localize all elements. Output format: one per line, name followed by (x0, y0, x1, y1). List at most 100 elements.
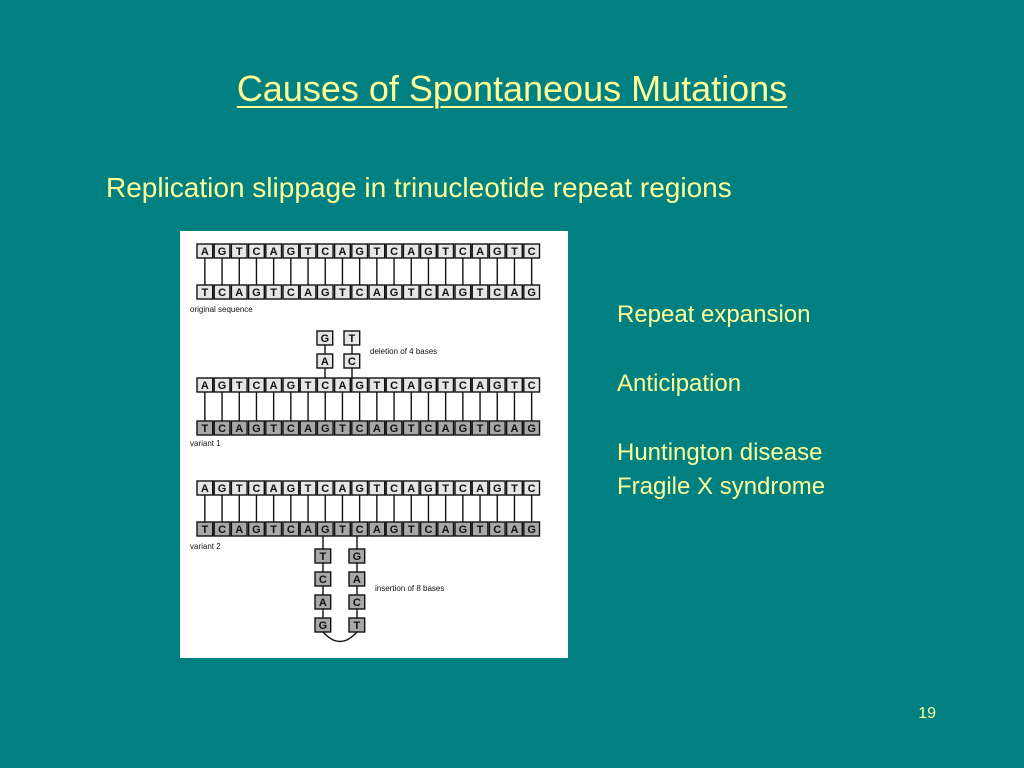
svg-text:G: G (287, 380, 296, 392)
variant1-bottom-base: T (333, 420, 352, 436)
original-bottom-base: G (523, 284, 541, 300)
svg-text:T: T (270, 423, 277, 435)
svg-text:T: T (477, 287, 484, 299)
slide-title: Causes of Spontaneous Mutations (236, 68, 788, 109)
svg-text:G: G (218, 483, 227, 495)
variant2-top-base: T (230, 480, 248, 496)
variant2-bottom-base: G (247, 521, 265, 537)
deletion-loop-base: T (343, 330, 361, 346)
variant2-bottom-base: A (299, 521, 317, 537)
svg-text:C: C (459, 246, 467, 258)
variant1-top-base: G (488, 377, 506, 393)
original-top-base: G (282, 243, 300, 259)
original-bottom-base: A (368, 284, 386, 300)
label-variant-2: variant 2 (190, 542, 221, 551)
insertion-loop-base: C (314, 571, 332, 587)
svg-text:C: C (287, 423, 295, 435)
svg-text:G: G (355, 380, 364, 392)
svg-text:T: T (511, 380, 518, 392)
original-top-base: A (196, 243, 214, 259)
variant2-bottom-base: A (437, 521, 455, 537)
svg-text:G: G (321, 333, 330, 345)
deletion-loop-base: A (316, 353, 334, 369)
svg-text:A: A (235, 423, 243, 435)
svg-text:T: T (373, 483, 380, 495)
variant2-bottom-base: C (282, 521, 300, 537)
insertion-loop-turn (322, 631, 358, 643)
variant1-top-base: C (316, 377, 334, 393)
original-top-base: T (230, 243, 248, 259)
insertion-loop-base: G (348, 548, 366, 564)
svg-text:A: A (510, 423, 518, 435)
svg-text:A: A (373, 524, 381, 536)
variant1-top-base: C (523, 377, 541, 393)
svg-text:G: G (319, 620, 328, 632)
bullet-list: Repeat expansion Anticipation Huntington… (617, 298, 825, 504)
svg-text:C: C (287, 524, 295, 536)
original-bottom-base: G (385, 284, 403, 300)
original-top-base: A (471, 243, 489, 259)
svg-text:C: C (252, 483, 260, 495)
original-top-base: T (368, 243, 386, 259)
variant1-top-base: A (333, 377, 352, 393)
variant2-top-base: C (523, 480, 541, 496)
svg-text:C: C (390, 246, 398, 258)
variant2-top-base: G (282, 480, 300, 496)
original-bottom-base: C (488, 284, 506, 300)
svg-text:T: T (477, 423, 484, 435)
variant1-top-base: A (265, 377, 283, 393)
svg-text:T: T (408, 287, 415, 299)
variant2-top-base: C (454, 480, 472, 496)
svg-text:G: G (459, 423, 468, 435)
original-bottom-base: T (265, 284, 283, 300)
variant2-bottom-base: C (488, 521, 506, 537)
svg-text:G: G (527, 524, 536, 536)
page-number: 19 (918, 705, 936, 722)
label-deletion: deletion of 4 bases (370, 347, 437, 356)
svg-text:C: C (319, 574, 327, 586)
svg-text:C: C (321, 380, 329, 392)
svg-text:G: G (459, 287, 468, 299)
svg-text:T: T (477, 524, 484, 536)
variant2-bottom-base: G (316, 521, 334, 537)
svg-text:C: C (287, 287, 295, 299)
svg-text:C: C (493, 423, 501, 435)
variant1-top-base: A (402, 377, 420, 393)
original-bottom-base: T (402, 284, 420, 300)
svg-text:G: G (252, 287, 261, 299)
original-top-base: C (316, 243, 334, 259)
variant2-bottom-base: C (213, 521, 231, 537)
original-bottom-base: C (419, 284, 438, 300)
svg-text:C: C (390, 380, 398, 392)
deletion-loop-base: C (343, 353, 361, 369)
deletion-loop-base: G (316, 330, 334, 346)
svg-text:C: C (356, 524, 364, 536)
svg-text:T: T (408, 524, 415, 536)
svg-text:A: A (270, 246, 278, 258)
svg-text:A: A (407, 483, 415, 495)
svg-text:A: A (235, 524, 243, 536)
svg-text:T: T (442, 483, 449, 495)
bullet-anticipation: Anticipation (617, 370, 742, 397)
svg-text:T: T (236, 483, 243, 495)
original-top-base: T (505, 243, 524, 259)
svg-text:C: C (424, 287, 432, 299)
svg-text:C: C (218, 524, 226, 536)
variant1-top-base: T (368, 377, 386, 393)
variant2-bottom-base: T (333, 521, 352, 537)
variant1-bottom-base: T (265, 420, 283, 436)
variant2-top-base: G (351, 480, 369, 496)
svg-text:G: G (493, 380, 502, 392)
svg-text:A: A (476, 380, 484, 392)
variant1-top-base: T (299, 377, 317, 393)
variant2-bottom-base: G (523, 521, 541, 537)
original-top-base: G (419, 243, 438, 259)
original-top-base: G (213, 243, 231, 259)
original-bottom-base: C (351, 284, 369, 300)
original-bottom-base: T (471, 284, 489, 300)
variant2-top-base: T (437, 480, 455, 496)
variant2-top-base: T (505, 480, 524, 496)
variant1-bottom-base: C (419, 420, 438, 436)
original-top-base: C (523, 243, 541, 259)
variant1-top-base: C (385, 377, 403, 393)
